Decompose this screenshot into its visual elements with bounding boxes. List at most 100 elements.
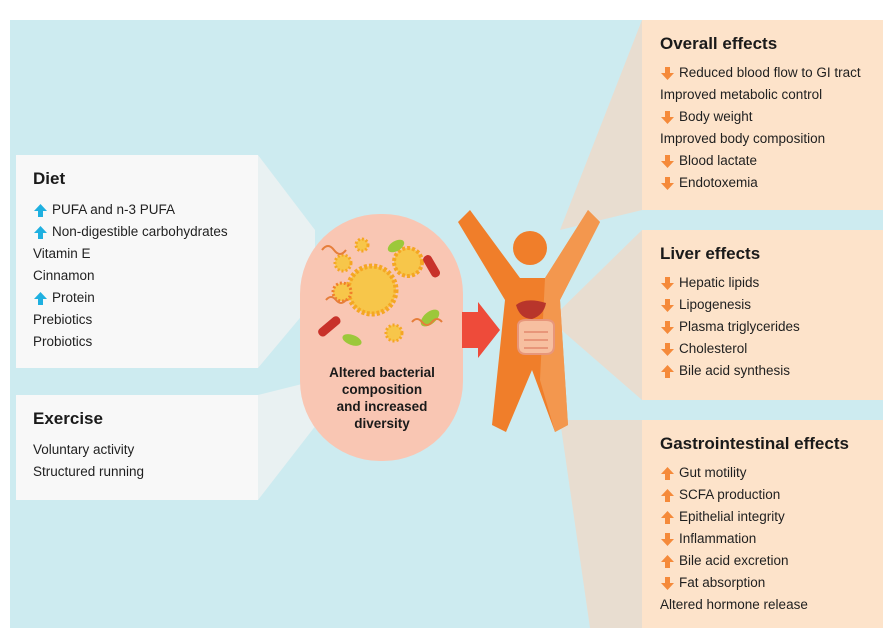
diet-panel: Diet PUFA and n-3 PUFA Non-digestible car… — [16, 155, 258, 368]
human-figure-icon — [458, 210, 600, 432]
caption-line: Altered bacterial — [329, 365, 435, 380]
list-item: Bile acid synthesis — [660, 360, 883, 382]
list-item-text: Fat absorption — [679, 575, 766, 590]
list-item: Voluntary activity — [33, 439, 258, 461]
overall-connector — [560, 20, 642, 230]
down-arrow-icon — [661, 66, 674, 80]
list-item: Non-digestible carbohydrates — [33, 221, 258, 243]
list-item: Fat absorption — [660, 572, 883, 594]
up-arrow-icon — [661, 554, 674, 568]
list-item-text: Non-digestible carbohydrates — [52, 224, 228, 239]
up-arrow-icon — [661, 488, 674, 502]
list-item-text: Probiotics — [33, 334, 93, 349]
down-arrow-icon — [661, 532, 674, 546]
list-item: Altered hormone release — [660, 594, 883, 616]
up-arrow-icon — [34, 203, 47, 217]
list-item: Blood lactate — [660, 150, 883, 172]
list-item: Improved body composition — [660, 128, 883, 150]
bacteria-cluster-icon — [318, 237, 443, 346]
list-item: Improved metabolic control — [660, 84, 883, 106]
caption-line: and increased — [336, 399, 428, 414]
list-item: SCFA production — [660, 484, 883, 506]
list-item-text: PUFA and n-3 PUFA — [52, 202, 176, 217]
list-item: Cinnamon — [33, 265, 258, 287]
list-item-text: Lipogenesis — [679, 297, 752, 312]
list-item-text: Bile acid excretion — [679, 553, 789, 568]
list-item-text: Reduced blood flow to GI tract — [679, 65, 861, 80]
list-item: Lipogenesis — [660, 294, 883, 316]
down-arrow-icon — [661, 342, 674, 356]
list-item: Vitamin E — [33, 243, 258, 265]
caption-line: composition — [341, 382, 423, 397]
list-item-text: Altered hormone release — [660, 597, 808, 612]
list-item: Hepatic lipids — [660, 272, 883, 294]
list-item-text: Plasma triglycerides — [679, 319, 800, 334]
list-item-text: Endotoxemia — [679, 175, 758, 190]
list-item-text: Improved metabolic control — [660, 87, 823, 102]
list-item-text: Cholesterol — [679, 341, 748, 356]
liver-connector — [550, 230, 642, 400]
list-item: Epithelial integrity — [660, 506, 883, 528]
list-item-text: Protein — [52, 290, 95, 305]
list-item-text: Voluntary activity — [33, 442, 135, 457]
caption-line: diversity — [354, 416, 410, 431]
list-item: Gut motility — [660, 462, 883, 484]
down-arrow-icon — [661, 154, 674, 168]
list-item-text: Gut motility — [679, 465, 747, 480]
list-item-text: Improved body composition — [660, 131, 826, 146]
up-arrow-icon — [34, 291, 47, 305]
list-item: Reduced blood flow to GI tract — [660, 62, 883, 84]
list-item: Bile acid excretion — [660, 550, 883, 572]
up-arrow-icon — [661, 364, 674, 378]
list-item-text: Hepatic lipids — [679, 275, 760, 290]
list-item: PUFA and n-3 PUFA — [33, 199, 258, 221]
right-arrow-icon — [462, 302, 500, 358]
list-item-text: Cinnamon — [33, 268, 95, 283]
list-item: Structured running — [33, 461, 258, 483]
list-item-text: Bile acid synthesis — [679, 363, 791, 378]
list-item: Body weight — [660, 106, 883, 128]
list-item: Prebiotics — [33, 309, 258, 331]
gi-connector — [560, 420, 642, 628]
liver-organ-icon — [516, 300, 546, 319]
up-arrow-icon — [34, 225, 47, 239]
down-arrow-icon — [661, 320, 674, 334]
list-item-text: Epithelial integrity — [679, 509, 785, 524]
list-item: Inflammation — [660, 528, 883, 550]
diet-list: PUFA and n-3 PUFA Non-digestible carbohyd… — [33, 199, 258, 353]
microbiome-pill — [300, 214, 463, 461]
list-item-text: SCFA production — [679, 487, 781, 502]
list-item: Endotoxemia — [660, 172, 883, 194]
diet-title: Diet — [33, 169, 66, 188]
down-arrow-icon — [661, 276, 674, 290]
intestine-organ-icon — [517, 319, 555, 355]
up-arrow-icon — [661, 510, 674, 524]
list-item-text: Structured running — [33, 464, 145, 479]
liver-title: Liver effects — [660, 244, 761, 263]
list-item: Cholesterol — [660, 338, 883, 360]
overall-title: Overall effects — [660, 34, 778, 53]
microbiome-caption: Altered bacterial composition and increa… — [307, 364, 457, 432]
list-item: Probiotics — [33, 331, 258, 353]
exercise-connector — [258, 380, 320, 500]
list-item-text: Body weight — [679, 109, 753, 124]
gi-title: Gastrointestinal effects — [660, 434, 849, 453]
list-item: Protein — [33, 287, 258, 309]
down-arrow-icon — [661, 110, 674, 124]
overall-effects-panel: Overall effects Reduced blood flow to GI… — [642, 20, 883, 210]
down-arrow-icon — [661, 576, 674, 590]
list-item-text: Prebiotics — [33, 312, 93, 327]
down-arrow-icon — [661, 176, 674, 190]
list-item-text: Vitamin E — [33, 246, 91, 261]
exercise-title: Exercise — [33, 409, 103, 428]
list-item-text: Blood lactate — [679, 153, 758, 168]
